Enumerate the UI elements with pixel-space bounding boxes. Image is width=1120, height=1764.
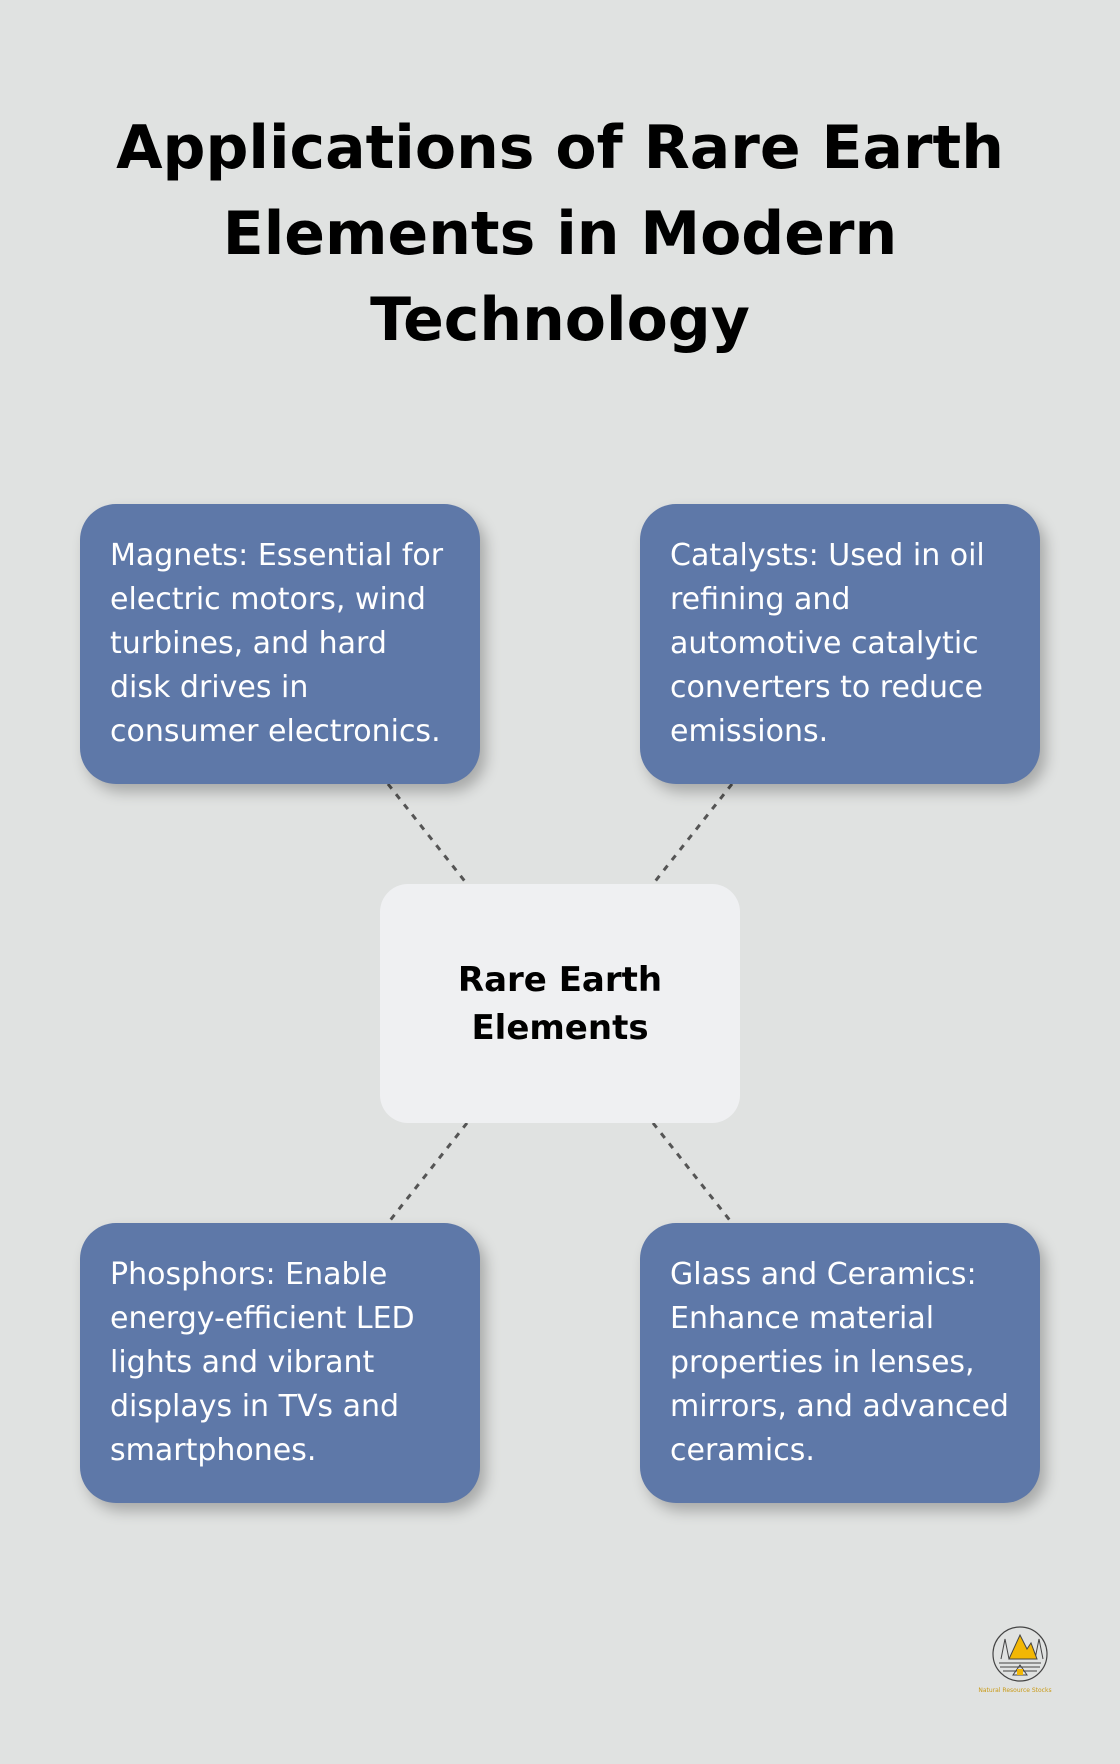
logo-text: Natural Resource Stocks (978, 1687, 1052, 1694)
mountain-logo-icon (992, 1626, 1048, 1682)
connector-bottom-left (386, 1122, 469, 1224)
card-magnets: Magnets: Essential for electric motors, … (80, 504, 480, 784)
logo: Natural Resource Stocks (978, 1625, 1055, 1700)
connector-top-left (386, 783, 469, 885)
page-title: Applications of Rare Earth Elements in M… (116, 113, 1004, 355)
center-node: Rare Earth Elements (380, 884, 740, 1123)
card-catalysts: Catalysts: Used in oil refining and auto… (640, 504, 1040, 784)
connector-bottom-right (651, 1122, 734, 1224)
connector-top-right (651, 783, 734, 885)
card-phosphors: Phosphors: Enable energy-efficient LED l… (80, 1223, 480, 1503)
card-glass-ceramics: Glass and Ceramics: Enhance material pro… (640, 1223, 1040, 1503)
